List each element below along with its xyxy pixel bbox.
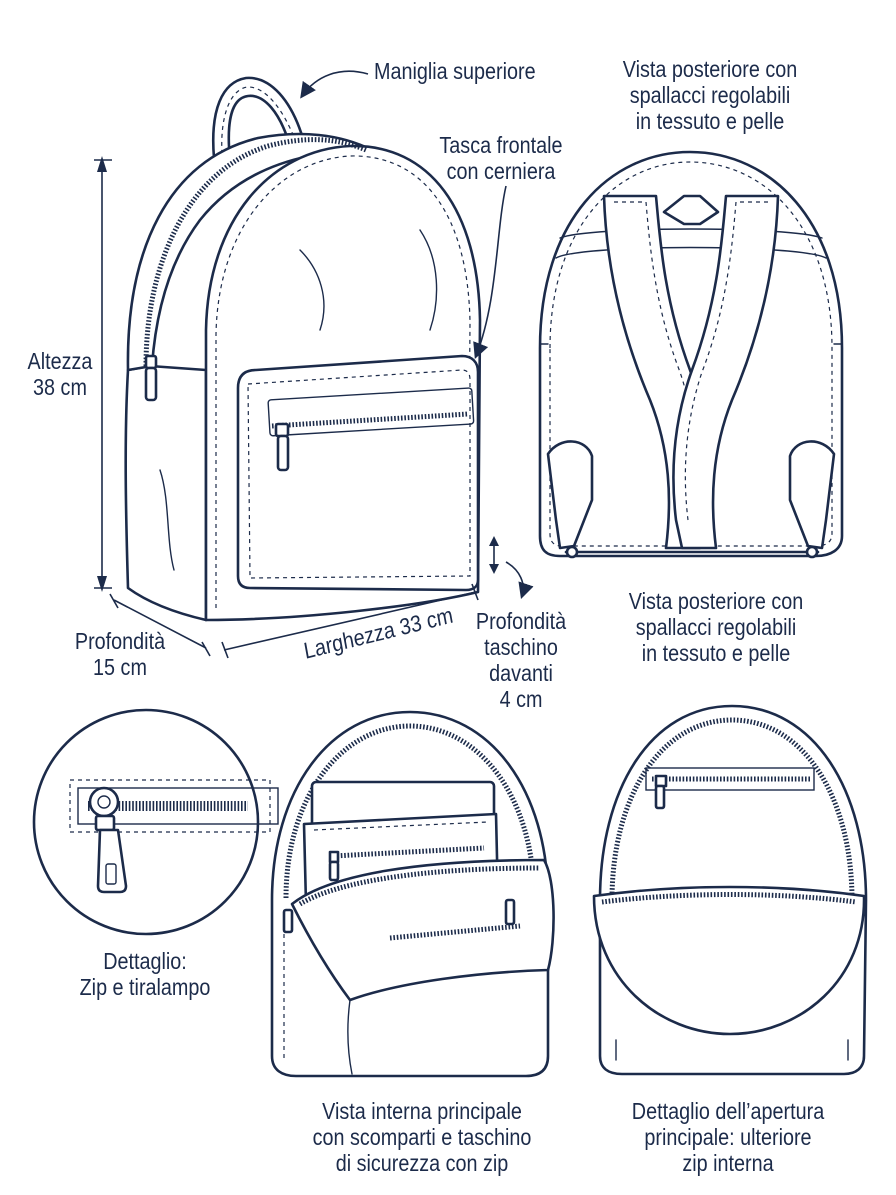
front-view-backpack <box>124 76 482 622</box>
width-dimension <box>221 583 479 659</box>
label-zip-detail: Dettaglio: Zip e tiralampo <box>79 948 211 1000</box>
label-front-pocket: Tasca frontale con cerniera <box>439 132 563 184</box>
label-height: Altezza 38 cm <box>27 348 93 400</box>
label-opening-detail: Dettaglio dell’apertura principale: ulte… <box>631 1098 825 1176</box>
label-back-view-bottom: Vista posteriore con spallacci regolabil… <box>628 588 804 666</box>
height-dimension <box>94 156 112 592</box>
handle-leader <box>300 70 369 99</box>
right-shoulder-strap <box>672 194 780 550</box>
label-top-handle: Maniglia superiore <box>374 58 536 84</box>
back-view-backpack <box>538 150 844 559</box>
zip-detail-circle <box>32 708 279 936</box>
label-back-view-top: Vista posteriore con spallacci regolabil… <box>622 56 798 134</box>
pocket-leader <box>473 185 507 359</box>
label-pocket-depth: Profondità taschino davanti 4 cm <box>475 608 567 712</box>
interior-view-backpack <box>270 710 555 1078</box>
front-pocket <box>236 354 480 592</box>
depth-dimension <box>109 593 211 657</box>
side-panel <box>124 364 208 622</box>
label-depth: Profondità 15 cm <box>74 628 166 680</box>
label-interior-view: Vista interna principale con scomparti e… <box>312 1098 532 1176</box>
pocket-depth-dimension <box>489 536 534 600</box>
opening-detail-backpack <box>592 704 868 1076</box>
